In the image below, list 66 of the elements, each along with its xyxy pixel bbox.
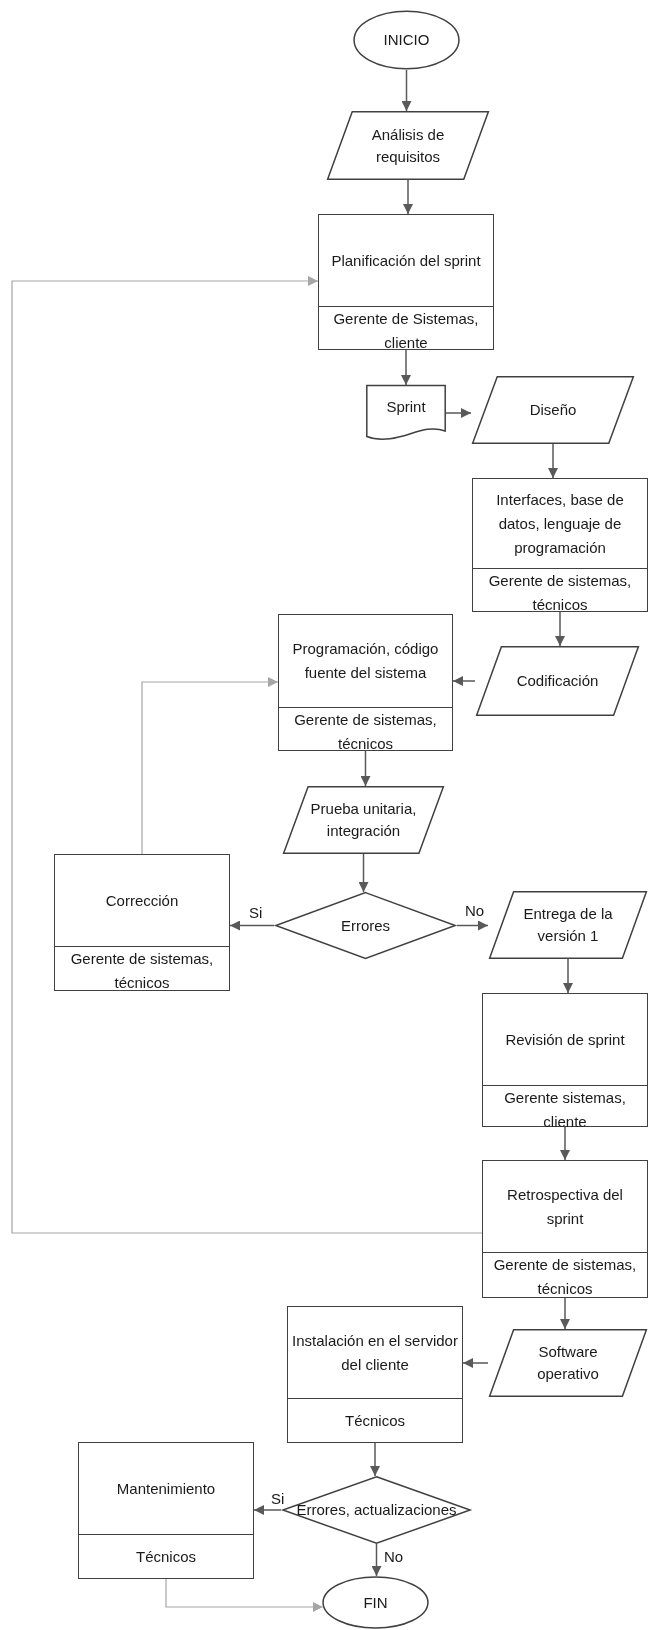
process-box	[482, 993, 648, 1127]
decision-diamond	[274, 892, 457, 959]
arrow	[165, 1578, 324, 1612]
box-text: Revisión de sprint	[505, 1029, 625, 1050]
terminal-ellipse	[322, 1576, 429, 1629]
arrow	[456, 920, 489, 931]
shape-text: Prueba unitaria, integración	[309, 799, 418, 841]
arrow	[403, 179, 413, 215]
arrow	[560, 1297, 570, 1330]
shape-text: Sprint	[386, 397, 426, 417]
shape-text: Entrega de la versión 1	[522, 904, 614, 946]
box-text: Gerente de Sistemas, cliente	[332, 309, 480, 353]
process-box	[472, 478, 648, 612]
box-text: Instalación en el servidor del cliente	[292, 1330, 458, 1375]
box-text: Programación, código fuente del sistema	[291, 639, 440, 683]
process-box	[482, 1160, 648, 1298]
arrow	[563, 958, 573, 994]
arrow	[445, 408, 472, 418]
process-box	[54, 854, 230, 991]
shape-text: Software operativo	[536, 1342, 600, 1384]
box-text: Corrección	[105, 890, 179, 911]
arrow	[370, 1442, 380, 1477]
shape-text: INICIO	[382, 30, 431, 50]
arrow	[360, 750, 371, 787]
arrow	[452, 676, 476, 686]
shape-text: FIN	[362, 1592, 389, 1613]
terminal-ellipse	[353, 10, 460, 70]
data-parallelogram	[488, 1329, 648, 1397]
box-text: Interfaces, base de datos, lenguaje de programación	[495, 489, 625, 558]
data-parallelogram	[326, 111, 490, 180]
process-box	[287, 1306, 463, 1443]
shape-text: Errores	[339, 915, 392, 936]
shape-text: Análisis de requisitos	[370, 124, 446, 167]
data-parallelogram	[488, 891, 648, 959]
box-text: Gerente de sistemas, técnicos	[487, 571, 633, 615]
arrow	[358, 853, 369, 893]
data-parallelogram	[282, 786, 445, 854]
shape-text: Diseño	[528, 400, 578, 420]
arrow	[229, 920, 275, 931]
process-box	[278, 614, 453, 751]
arrow	[141, 677, 279, 855]
arrow	[560, 1126, 570, 1161]
box-text: Gerente de sistemas, técnicos	[69, 949, 215, 993]
process-box	[78, 1442, 254, 1579]
process-box	[318, 214, 494, 350]
document-shape	[366, 385, 446, 441]
box-text: Gerente de sistemas, técnicos	[492, 1255, 638, 1299]
shape-text: Errores, actualizaciones	[295, 1500, 458, 1520]
box-text: Técnicos	[136, 1546, 196, 1567]
box-text: Planificación del sprint	[331, 250, 481, 271]
arrow	[253, 1505, 282, 1515]
box-text: Mantenimiento	[116, 1478, 216, 1499]
box-text: Gerente de sistemas, técnicos	[293, 710, 438, 754]
box-text: Gerente sistemas, cliente	[503, 1088, 627, 1132]
arrow	[401, 349, 411, 386]
arrow	[371, 1543, 382, 1577]
box-text: Retrospectiva del sprint	[506, 1184, 624, 1229]
data-parallelogram	[475, 646, 640, 716]
shape-text: Codificación	[515, 671, 600, 691]
arrow	[555, 611, 565, 647]
data-parallelogram	[471, 376, 635, 444]
arrow	[401, 69, 412, 112]
arrow	[11, 276, 483, 1234]
arrow	[548, 443, 558, 479]
arrow	[462, 1358, 489, 1368]
box-text: Técnicos	[345, 1410, 405, 1431]
